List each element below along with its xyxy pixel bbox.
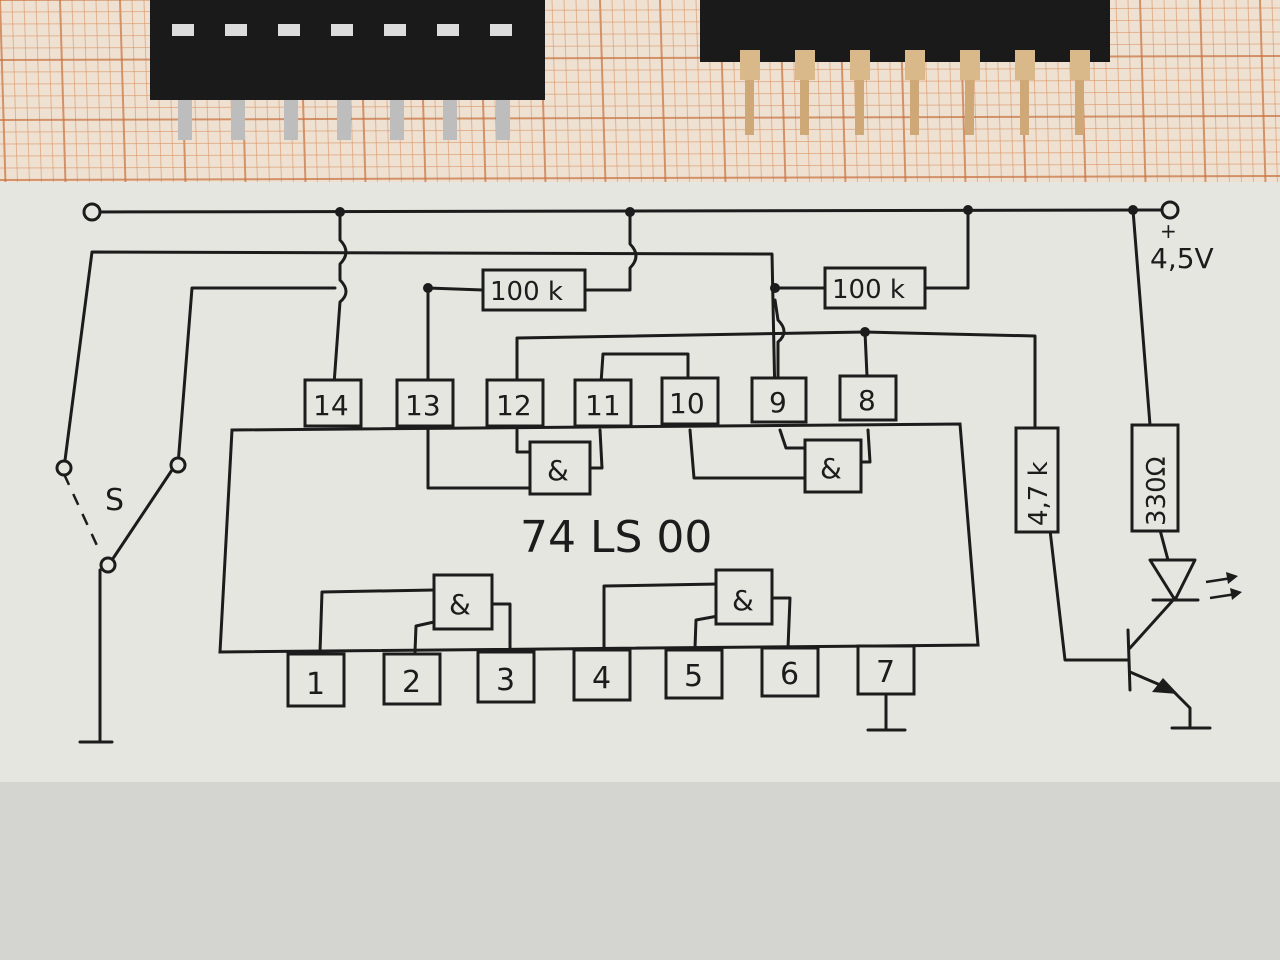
gate-top-left: & (426, 428, 604, 496)
svg-text:3: 3 (496, 663, 515, 698)
pin-3: 3 (476, 650, 536, 704)
pin-13: 13 (395, 378, 455, 428)
svg-text:13: 13 (405, 389, 441, 422)
svg-text:9: 9 (769, 386, 787, 419)
ic-chip-left (150, 0, 545, 140)
svg-text:4,7 k: 4,7 k (1024, 461, 1054, 526)
pin-9: 9 (750, 376, 808, 424)
gate-symbol: & (820, 452, 842, 485)
svg-text:330Ω: 330Ω (1142, 457, 1172, 527)
pin-11: 11 (573, 378, 633, 428)
chip-label: 74 LS 00 (520, 512, 712, 563)
gate-symbol: & (732, 584, 754, 617)
pin-4: 4 (572, 648, 632, 702)
resistor-100k-right: 100 k (823, 266, 927, 310)
svg-text:4: 4 (592, 661, 611, 696)
table-surface (0, 782, 1280, 960)
supply-plus-sign: + (1160, 219, 1177, 243)
gate-symbol: & (449, 588, 471, 621)
switch-label: S (105, 483, 124, 518)
svg-text:11: 11 (585, 389, 621, 422)
pin-7: 7 (856, 644, 916, 696)
gate-top-right: & (688, 428, 872, 494)
svg-text:8: 8 (858, 384, 876, 417)
pin-8: 8 (838, 374, 898, 422)
svg-text:12: 12 (496, 389, 532, 422)
svg-text:14: 14 (313, 389, 349, 422)
svg-text:6: 6 (780, 657, 799, 692)
svg-text:5: 5 (684, 659, 703, 694)
gate-symbol: & (547, 454, 569, 487)
pin-14: 14 (303, 378, 363, 428)
svg-text:7: 7 (876, 655, 895, 690)
gate-bottom-left: & (318, 573, 512, 654)
pin-12: 12 (485, 378, 545, 428)
gate-bottom-right: & (602, 568, 792, 650)
pin-1: 1 (286, 652, 346, 708)
terminals (55, 200, 1180, 574)
pin-5: 5 (664, 648, 724, 700)
svg-text:100 k: 100 k (832, 275, 905, 305)
ic-74ls00-body (218, 422, 980, 654)
resistor-330-ohm: 330Ω (1130, 423, 1180, 533)
ic-chip-right (700, 0, 1110, 135)
svg-text:100 k: 100 k (490, 277, 563, 307)
svg-text:1: 1 (306, 667, 325, 702)
svg-text:2: 2 (402, 665, 421, 700)
resistor-100k-left: 100 k (481, 268, 587, 312)
supply-voltage-label: 4,5V (1150, 242, 1214, 275)
resistor-4-7k: 4,7 k (1014, 426, 1060, 534)
svg-text:10: 10 (669, 387, 705, 420)
junction-dots (335, 205, 1138, 337)
pin-10: 10 (660, 376, 720, 426)
pin-2: 2 (382, 652, 442, 706)
pin-6: 6 (760, 646, 820, 698)
